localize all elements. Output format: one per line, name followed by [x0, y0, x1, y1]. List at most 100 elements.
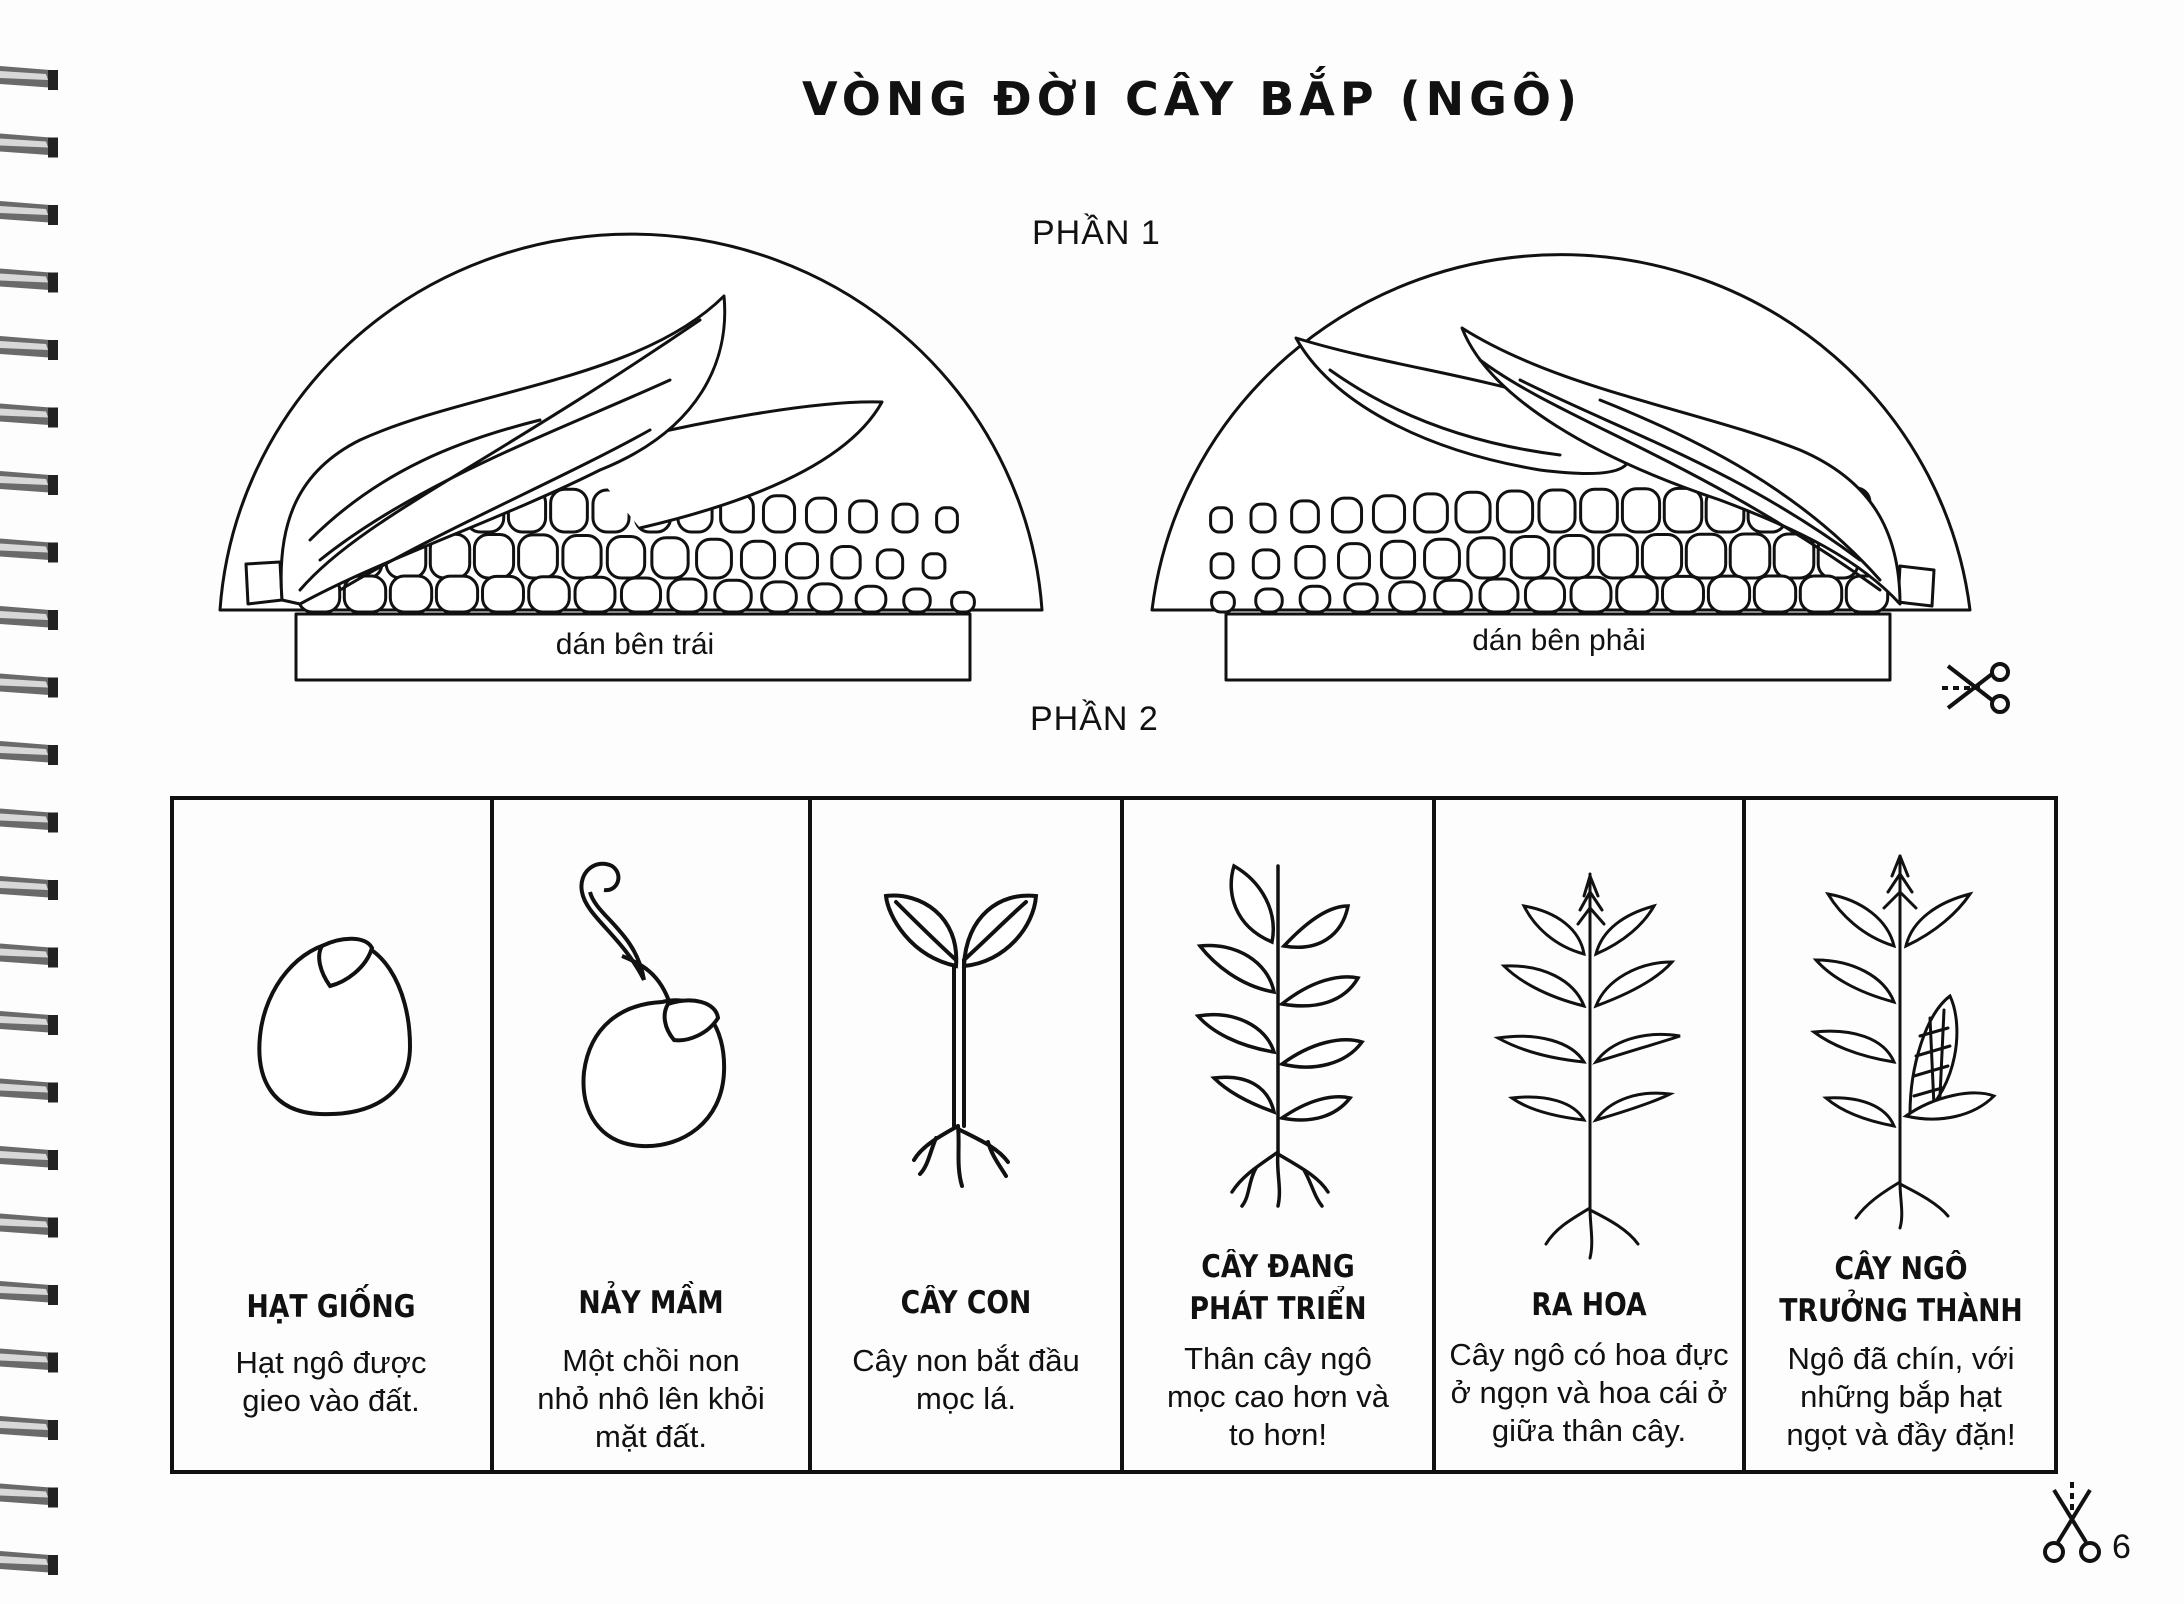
corn-kernel	[472, 532, 516, 580]
page-number: 6	[2112, 1528, 2131, 1566]
spiral-ring	[0, 66, 58, 90]
corn-kernel	[1509, 534, 1551, 580]
corn-kernel	[713, 578, 753, 614]
corn-kernel	[1661, 574, 1705, 614]
corn-kernel	[1413, 492, 1449, 534]
spiral-ring	[0, 133, 58, 158]
corn-kernel	[1433, 578, 1473, 614]
corn-kernel	[434, 574, 480, 614]
corn-kernel	[1371, 494, 1407, 534]
stage-desc-line: Ngô đã chín, với	[1787, 1341, 2015, 1376]
scissors-icon[interactable]	[1940, 660, 2016, 716]
stage-desc-line: ở ngọn và hoa cái ở	[1450, 1375, 1728, 1410]
stage-title-1: NẢY MẦM	[578, 1285, 724, 1321]
corn-kernel	[1640, 532, 1684, 580]
stage-title-2: TRƯỞNG THÀNH	[1779, 1293, 2023, 1329]
corn-kernel	[1597, 533, 1639, 580]
corn-kernel	[935, 506, 959, 534]
spiral-ring	[0, 673, 58, 698]
corn-kernel	[804, 496, 838, 534]
corn-kernel	[875, 548, 905, 580]
corn-kernel	[1553, 534, 1595, 580]
corn-kernel	[573, 575, 617, 614]
spiral-ring	[0, 808, 58, 833]
corn-kernel	[561, 534, 603, 580]
spiral-ring	[0, 943, 58, 968]
corn-kernel	[1454, 490, 1492, 534]
spiral-ring	[0, 403, 58, 428]
stage-desc-line: Cây non bắt đầu	[852, 1343, 1080, 1378]
corn-kernel	[650, 536, 690, 580]
corn-kernel	[921, 552, 947, 580]
corn-dome-right	[1150, 253, 1972, 682]
part1-label: PHẦN 1	[1032, 214, 1161, 252]
corn-kernel	[1495, 489, 1535, 534]
corn-kernel	[1290, 499, 1320, 534]
stage-title-1: CÂY CON	[900, 1285, 1032, 1321]
corn-kernel	[1478, 577, 1520, 614]
corn-kernel	[760, 580, 798, 614]
spiral-ring	[0, 1213, 58, 1238]
corn-kernel	[739, 539, 777, 580]
corn-kernel	[1330, 496, 1364, 534]
stage-desc-line: nhỏ nhô lên khỏi	[537, 1381, 765, 1416]
corn-kernel	[1684, 532, 1728, 580]
cards-frame	[170, 796, 2058, 1474]
corn-kernel	[1728, 532, 1772, 580]
corn-kernel	[1379, 539, 1417, 580]
spiral-ring	[0, 1551, 58, 1575]
corn-kernel	[1251, 548, 1281, 580]
corn-kernel	[1615, 575, 1659, 614]
corn-kernel	[1209, 506, 1233, 534]
spiral-ring	[0, 1483, 58, 1508]
stage-card-seed: HẠT GIỐNG Hạt ngô được gieo vào đất.	[170, 796, 492, 1474]
stage-title-1: CÂY ĐANG	[1201, 1249, 1355, 1285]
corn-kernel	[517, 533, 559, 580]
corn-dome-left	[218, 232, 1044, 682]
part2-label: PHẦN 2	[1030, 700, 1159, 738]
corn-kernel	[1620, 487, 1662, 534]
spiral-ring	[0, 876, 58, 900]
spiral-ring	[0, 201, 58, 225]
stage-title-1: HẠT GIỐNG	[246, 1289, 416, 1325]
corn-kernel	[1249, 502, 1277, 534]
corn-kernel	[902, 587, 932, 614]
scissors-icon[interactable]	[2040, 1480, 2104, 1568]
corn-kernel	[481, 574, 525, 614]
corn-kernel	[1337, 542, 1371, 580]
seed-icon	[257, 936, 413, 1117]
seedling-icon	[883, 893, 1039, 1188]
stage-desc-line: Cây ngô có hoa đực	[1449, 1337, 1729, 1372]
corn-kernel	[761, 494, 797, 534]
corn-kernel	[1210, 590, 1236, 614]
stage-card-mature: CÂY NGÔ TRƯỞNG THÀNH Ngô đã chín, với nh…	[1744, 796, 2058, 1474]
part1-corn-domes	[218, 232, 1972, 682]
corn-kernel	[1579, 487, 1619, 534]
stage-desc-line: những bắp hạt	[1800, 1379, 2002, 1414]
spiral-binding	[0, 66, 58, 1575]
stage-title-1: RA HOA	[1531, 1287, 1647, 1323]
spiral-ring	[0, 1146, 58, 1170]
life-cycle-cards: HẠT GIỐNG Hạt ngô được gieo vào đất. NẢY…	[170, 796, 2058, 1474]
stage-desc-line: mọc lá.	[916, 1381, 1016, 1416]
corn-kernel	[1523, 576, 1567, 614]
corn-kernel	[1388, 580, 1426, 614]
corn-kernel	[950, 590, 976, 614]
corn-kernel	[549, 487, 589, 534]
stage-card-germination: NẢY MẦM Một chồi non nhỏ nhô lên khỏi mặ…	[492, 796, 810, 1474]
stage-title-2: PHÁT TRIỂN	[1189, 1291, 1367, 1327]
spiral-ring	[0, 1416, 58, 1440]
spiral-ring	[0, 741, 58, 765]
corn-kernel	[1537, 488, 1577, 534]
corn-kernel	[807, 582, 843, 614]
corn-kernel	[1298, 584, 1332, 614]
mature-corn-plant-icon	[1810, 854, 1997, 1230]
page-title: VÒNG ĐỜI CÂY BẮP (NGÔ)	[801, 72, 1583, 126]
corn-kernel	[1423, 537, 1461, 580]
growing-plant-icon	[1194, 863, 1365, 1208]
stage-desc-line: Hạt ngô được	[235, 1345, 427, 1380]
corn-kernel	[388, 574, 434, 614]
spiral-ring	[0, 268, 58, 293]
corn-kernel	[527, 575, 571, 614]
spiral-ring	[0, 1348, 58, 1373]
